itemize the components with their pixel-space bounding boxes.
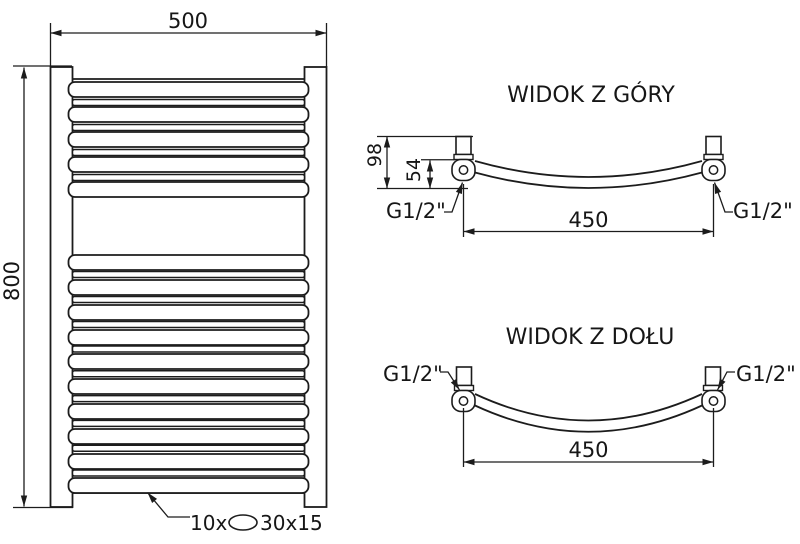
- thread-label: G1/2": [733, 199, 793, 223]
- depth-dimension-label: 98: [364, 143, 386, 167]
- connector-bore: [708, 165, 719, 175]
- dimension-spacing-450-top: 450: [462, 184, 715, 237]
- spacing-dimension-label: 450: [568, 438, 608, 462]
- spacing-dimension-label: 450: [568, 208, 608, 232]
- top-view: WIDOK Z GÓRY 98: [364, 82, 793, 237]
- connector-bore: [458, 396, 469, 406]
- bowed-tube-outer: [474, 393, 703, 422]
- dimension-axis-54: 54: [403, 158, 455, 189]
- front-view: 500 800 10x 30x15: [0, 9, 328, 535]
- tube-count-label: 10x: [190, 511, 227, 535]
- bowed-tube-inner: [474, 404, 703, 433]
- thread-callout-bottom-right: G1/2": [716, 362, 796, 391]
- thread-callout-top-left: G1/2": [386, 182, 464, 223]
- valve-block: [455, 135, 472, 156]
- axis-dimension-label: 54: [403, 158, 425, 182]
- bottom-view: WIDOK Z DOŁU G1/2" G1/2": [383, 325, 796, 467]
- width-dimension-label: 500: [168, 9, 208, 33]
- dimension-spacing-450-bottom: 450: [462, 408, 715, 467]
- connector-bore: [708, 396, 719, 406]
- top-view-title: WIDOK Z GÓRY: [507, 82, 675, 108]
- top-view-right-fitting: [701, 135, 726, 182]
- tube-profile-callout: 10x 30x15: [147, 492, 323, 535]
- dimension-height-800: 800: [0, 65, 73, 509]
- valve-block: [455, 366, 473, 387]
- dimension-depth-98: 98: [364, 135, 473, 190]
- bottom-view-title: WIDOK Z DOŁU: [506, 325, 675, 350]
- bottom-view-right-fitting: [701, 366, 726, 413]
- thread-label: G1/2": [736, 362, 796, 386]
- bottom-view-left-fitting: [451, 366, 476, 413]
- thread-label: G1/2": [386, 199, 446, 223]
- connector-bore: [458, 165, 469, 175]
- top-view-left-fitting: [451, 135, 476, 182]
- thread-label: G1/2": [383, 362, 443, 386]
- dimension-width-500: 500: [49, 9, 328, 67]
- height-dimension-label: 800: [0, 261, 24, 301]
- valve-block: [705, 135, 722, 156]
- tube-profile-label: 30x15: [260, 511, 323, 535]
- tube-group-lower: [67, 254, 310, 494]
- bowed-tube-inner: [474, 171, 703, 189]
- oval-profile-icon: [228, 514, 258, 531]
- valve-block: [704, 366, 722, 387]
- thread-callout-top-right: G1/2": [713, 182, 793, 223]
- tube-group-upper: [67, 81, 310, 198]
- bowed-tube-outer: [474, 160, 703, 178]
- thread-callout-bottom-left: G1/2": [383, 362, 461, 391]
